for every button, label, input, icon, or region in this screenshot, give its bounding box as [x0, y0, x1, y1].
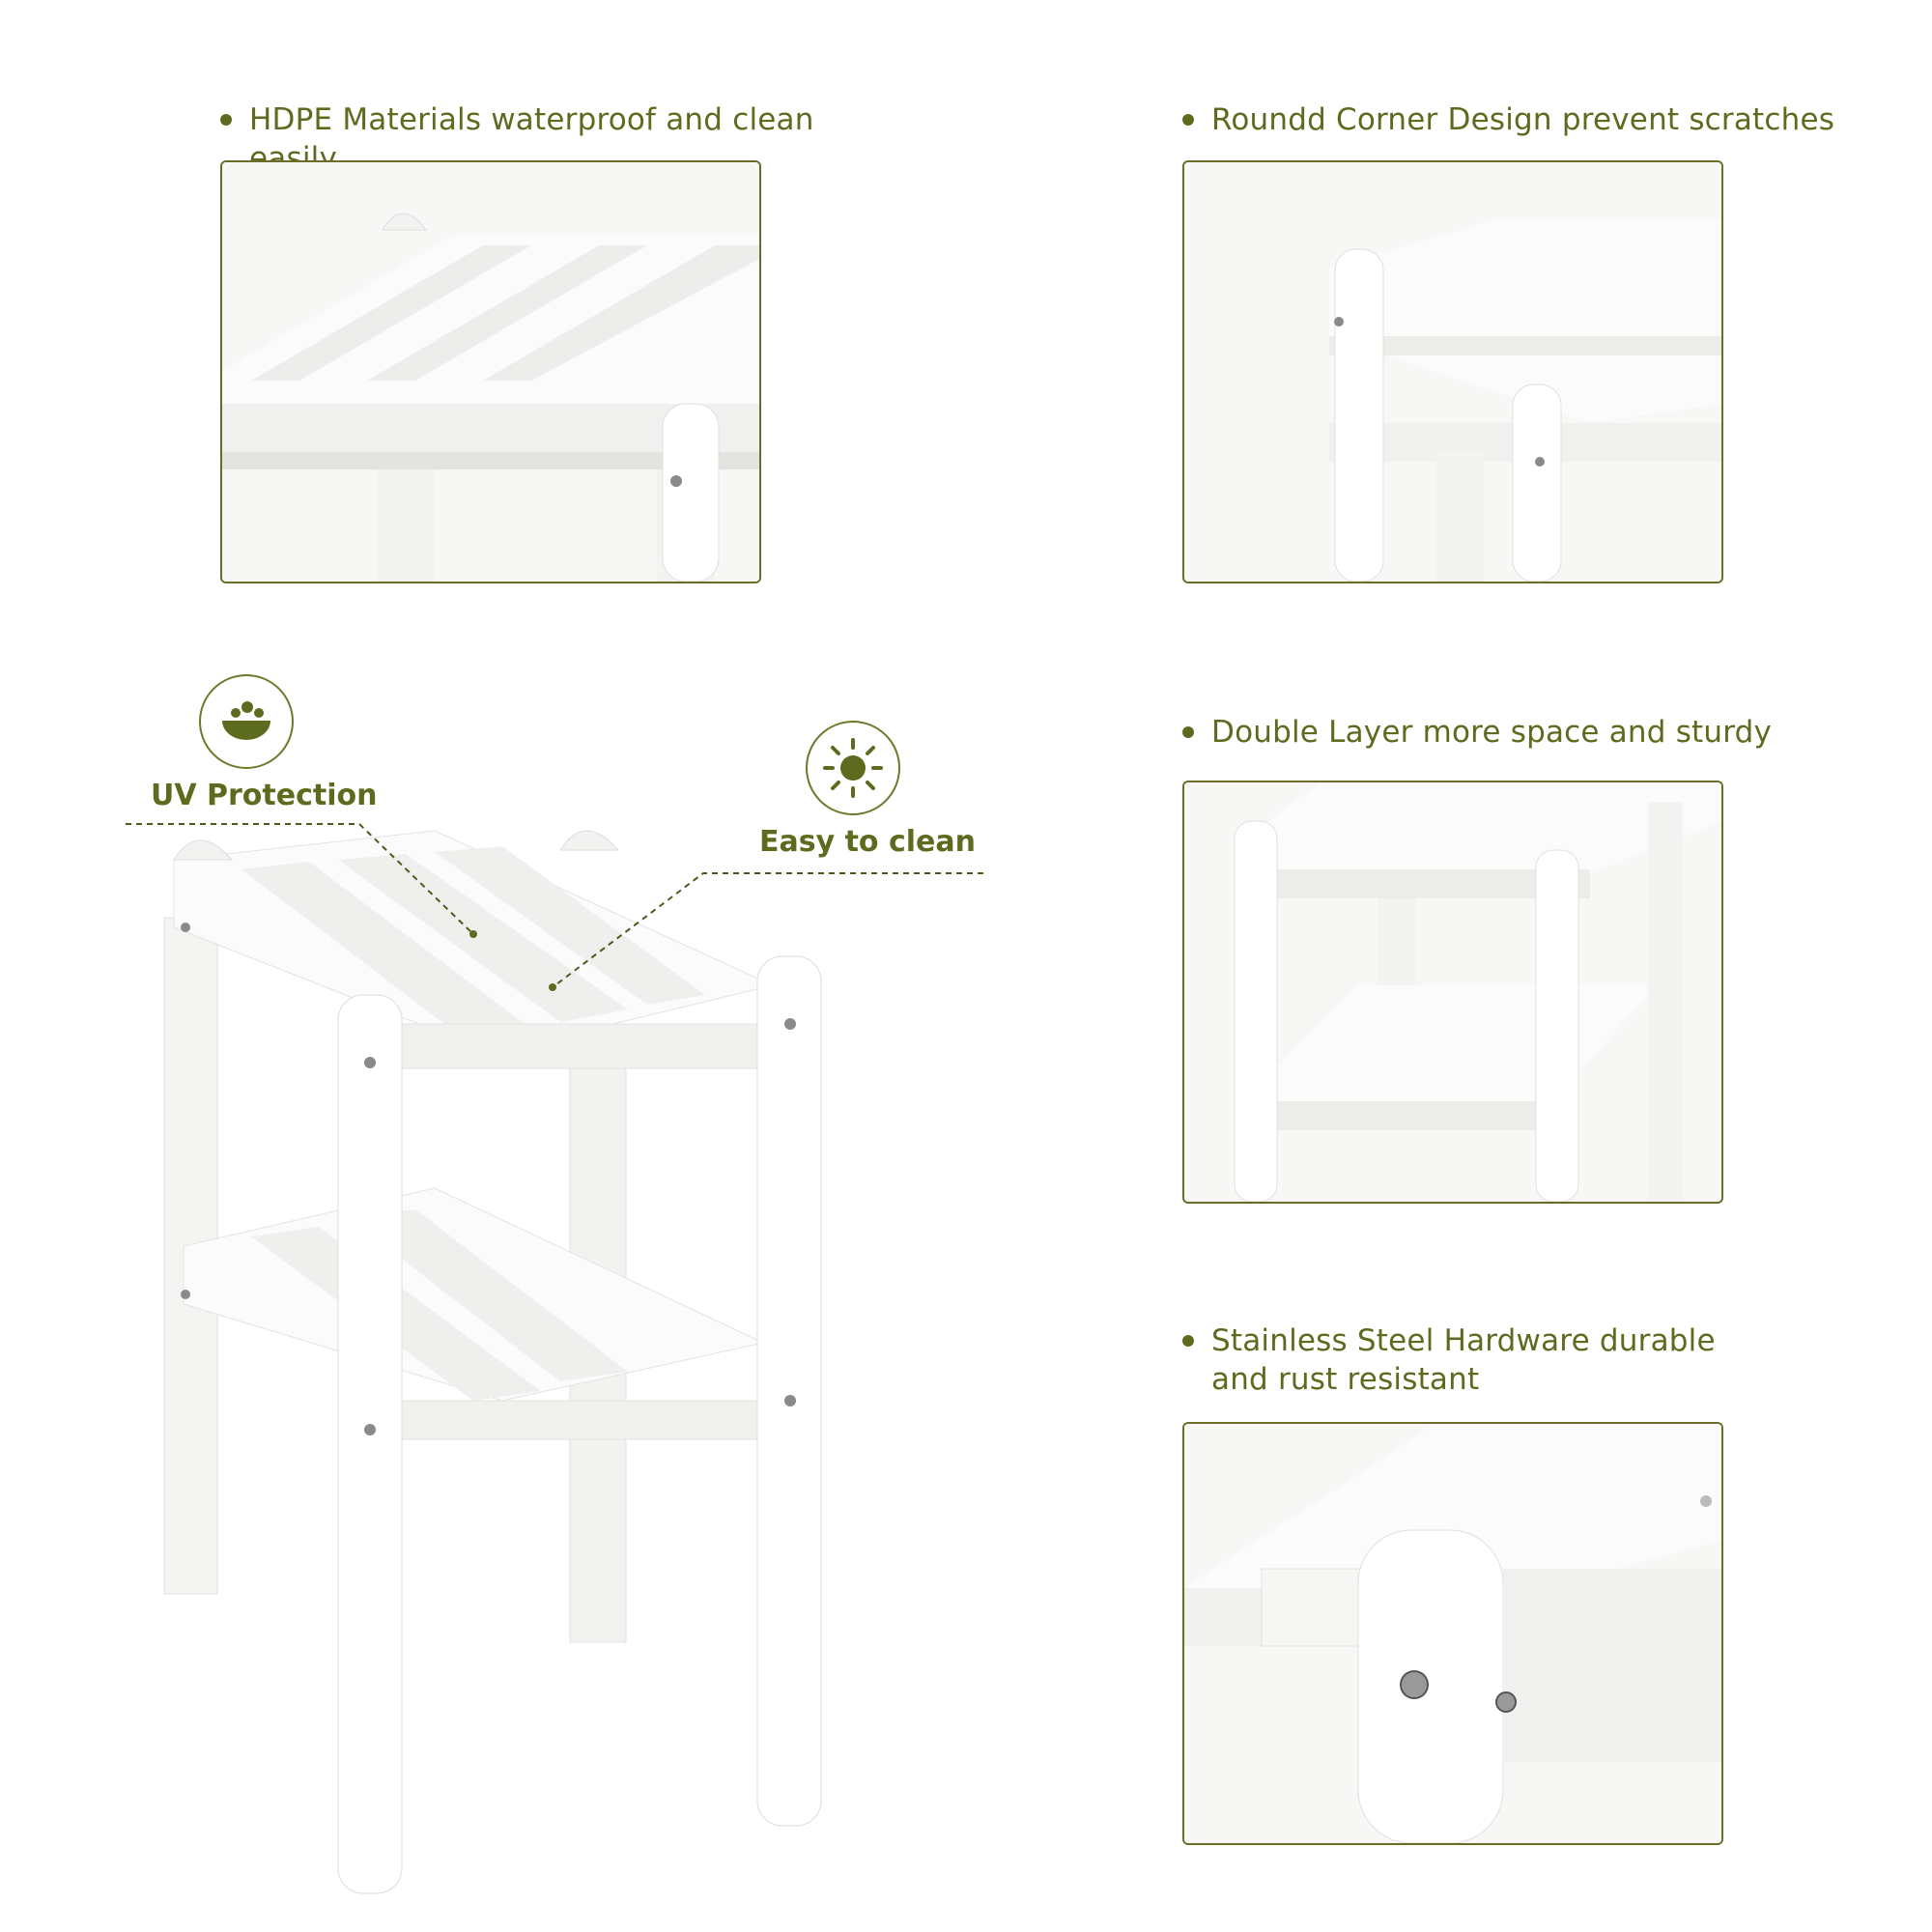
caption-corner-text: Roundd Corner Design prevent scratches: [1211, 102, 1835, 137]
caption-corner: Roundd Corner Design prevent scratches: [1182, 100, 1917, 139]
main-side-table-illustration: [145, 802, 840, 1913]
caption-hardware-line1: Stainless Steel Hardware durable: [1211, 1323, 1716, 1358]
double-layer-illustration: [1184, 782, 1721, 1202]
bowl-with-drops-icon: [222, 701, 270, 740]
detail-image-tabletop: [220, 160, 761, 583]
uv-protection-badge: [199, 674, 294, 769]
corner-illustration: [1184, 162, 1721, 582]
caption-hardware-line2: and rust resistant: [1211, 1362, 1480, 1397]
bullet-dot: [1182, 1335, 1194, 1347]
sun-icon: [823, 738, 883, 798]
bullet-dot: [1182, 726, 1194, 738]
caption-double-layer: Double Layer more space and sturdy: [1182, 713, 1917, 752]
easy-clean-label: Easy to clean: [759, 825, 977, 859]
caption-double-layer-text: Double Layer more space and sturdy: [1211, 715, 1773, 750]
bullet-dot: [1182, 114, 1194, 126]
bullet-dot: [220, 114, 232, 126]
detail-image-hardware: [1182, 1422, 1723, 1845]
side-table-svg: [163, 830, 822, 1894]
uv-protection-label: UV Protection: [151, 779, 378, 812]
hardware-illustration: [1184, 1424, 1721, 1843]
detail-image-double-layer: [1182, 781, 1723, 1204]
caption-hardware: Stainless Steel Hardware durable and rus…: [1182, 1321, 1917, 1399]
tabletop-illustration: [222, 162, 759, 582]
detail-image-rounded-corner: [1182, 160, 1723, 583]
easy-clean-badge: [806, 721, 900, 815]
